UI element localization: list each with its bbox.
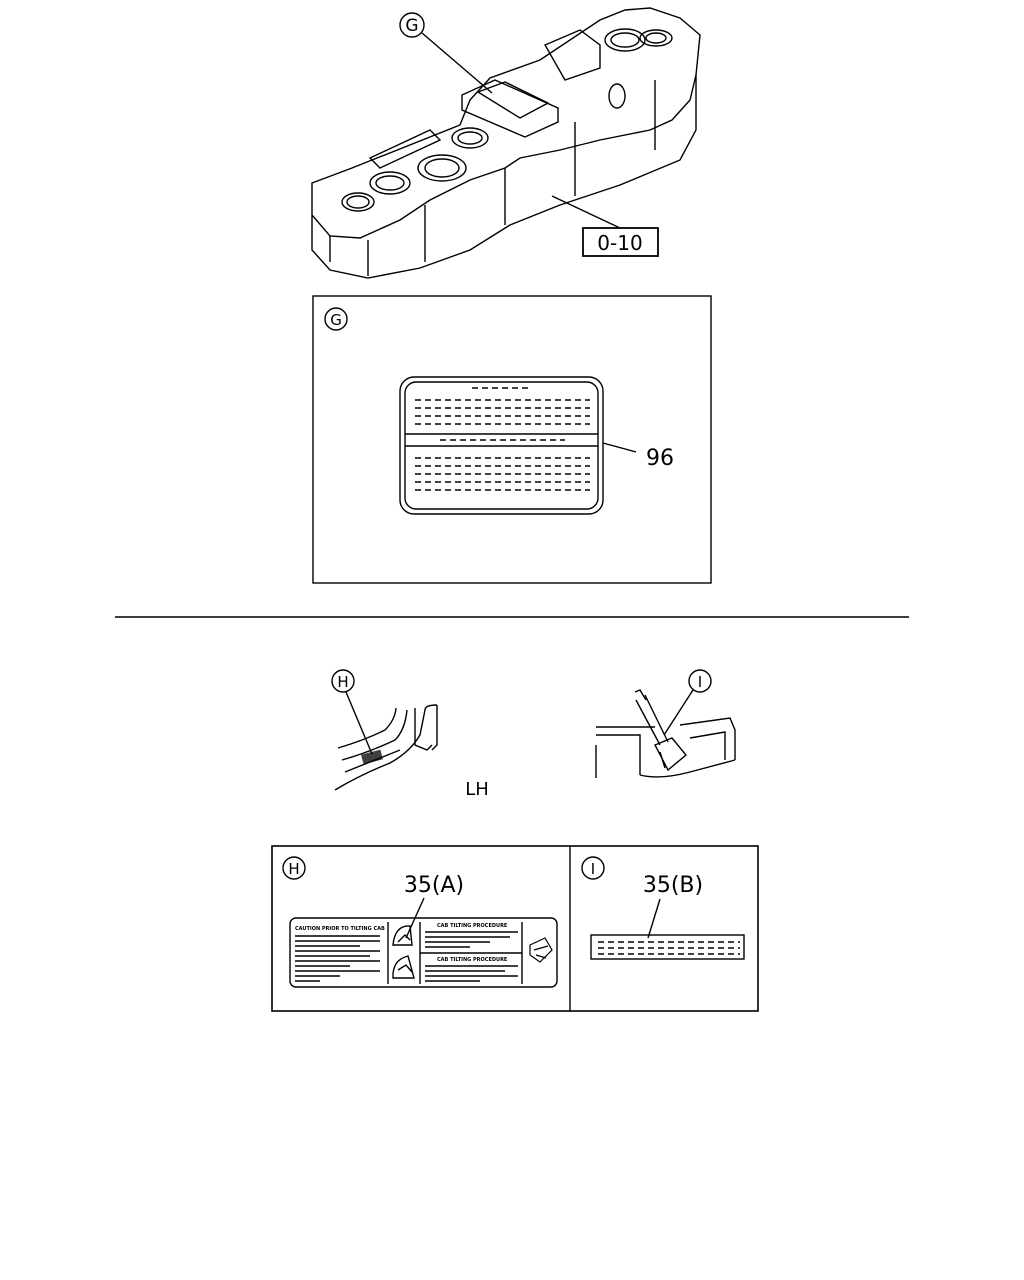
panel-h-letter: H bbox=[288, 860, 299, 878]
callout-g-letter: G bbox=[405, 16, 418, 36]
panel-i-part: 35(B) bbox=[643, 873, 703, 898]
tank-ref-label: 0-10 bbox=[597, 231, 642, 255]
detail-i-letter: I bbox=[698, 673, 702, 691]
label-96-part-number: 96 bbox=[646, 446, 674, 471]
detail-h-letter: H bbox=[337, 673, 348, 691]
callout-g bbox=[399, 12, 493, 94]
label-35a-top-title: CAB TILTING PROCEDURE bbox=[437, 923, 508, 929]
label-96-plate bbox=[399, 376, 637, 515]
cab-detail-i-sketch bbox=[595, 669, 736, 778]
label-35a-bottom-title: CAB TILTING PROCEDURE bbox=[437, 957, 508, 963]
label-35b-plate bbox=[590, 934, 745, 960]
side-label-lh: LH bbox=[465, 779, 489, 800]
detail-g-box bbox=[312, 295, 712, 584]
panel-h-part: 35(A) bbox=[404, 873, 464, 898]
label-35a-plate bbox=[289, 917, 558, 988]
fuel-tank-illustration bbox=[311, 7, 701, 279]
tank-ref-leader bbox=[551, 195, 659, 257]
detail-g-box-letter: G bbox=[330, 311, 342, 329]
panel-i-letter: I bbox=[591, 860, 595, 878]
lower-detail-box bbox=[271, 845, 759, 1012]
cab-detail-h-sketch bbox=[331, 669, 438, 791]
label-35a-left-title: CAUTION PRIOR TO TILTING CAB bbox=[295, 926, 385, 932]
